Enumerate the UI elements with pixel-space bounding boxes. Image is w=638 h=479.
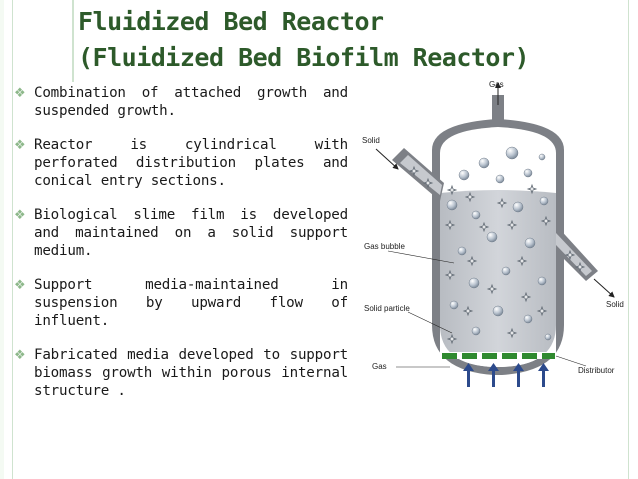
label-gas-bubble: Gas bubble [364,242,405,251]
bullet-text: Biological slime film is developed and m… [34,207,348,259]
leaf-bullet-icon: ❖ [14,86,26,101]
label-solid-out: Solid [606,300,624,309]
liquid-bed [440,190,556,353]
gas-outlet-pipe [492,82,504,123]
distributor-leader [555,355,587,367]
label-solid-particle: Solid particle [364,304,410,313]
label-gas-bottom: Gas [372,362,387,371]
title-rule [72,0,74,82]
bullet-text: Combination of attached growth and suspe… [34,85,348,119]
bullet-list: ❖ Combination of attached growth and sus… [14,84,348,416]
bullet-text: Support media-maintained in suspension b… [34,277,348,329]
slide-decoration [0,0,4,479]
label-distributor: Distributor [578,366,615,375]
bullet-text: Fabricated media developed to support bi… [34,347,348,399]
bullet-item: ❖ Support media-maintained in suspension… [14,276,348,330]
leaf-bullet-icon: ❖ [14,208,26,223]
solid-outlet-arrow [593,278,615,298]
leaf-bullet-icon: ❖ [14,138,26,153]
bullet-item: ❖ Fabricated media developed to support … [14,346,348,400]
solid-particles [408,165,586,345]
fluidized-bed-diagram: Gas Solid Gas bubble Solid Solid particl… [352,75,632,395]
bullet-item: ❖ Combination of attached growth and sus… [14,84,348,120]
solid-particle-leader [407,311,453,334]
reactor-svg: Gas Solid Gas bubble Solid Solid particl… [362,80,624,387]
distributor-plate [440,352,556,359]
gas-bubble-leader [387,250,455,264]
title-line-1: Fluidized Bed Reactor [78,7,384,36]
gas-bubbles [446,146,552,341]
bullet-item: ❖ Biological slime film is developed and… [14,206,348,260]
leaf-bullet-icon: ❖ [14,278,26,293]
title-line-2: (Fluidized Bed Biofilm Reactor) [78,43,530,72]
bullet-item: ❖ Reactor is cylindrical with perforated… [14,136,348,190]
gas-inlet-arrows [463,363,549,387]
slide-right-rule [628,0,629,479]
bullet-text: Reactor is cylindrical with perforated d… [34,137,348,189]
label-gas-top: Gas [489,80,504,89]
label-solid-in: Solid [362,136,380,145]
slide-left-rule [12,0,13,479]
leaf-bullet-icon: ❖ [14,348,26,363]
solid-inlet-arrow [375,148,399,170]
